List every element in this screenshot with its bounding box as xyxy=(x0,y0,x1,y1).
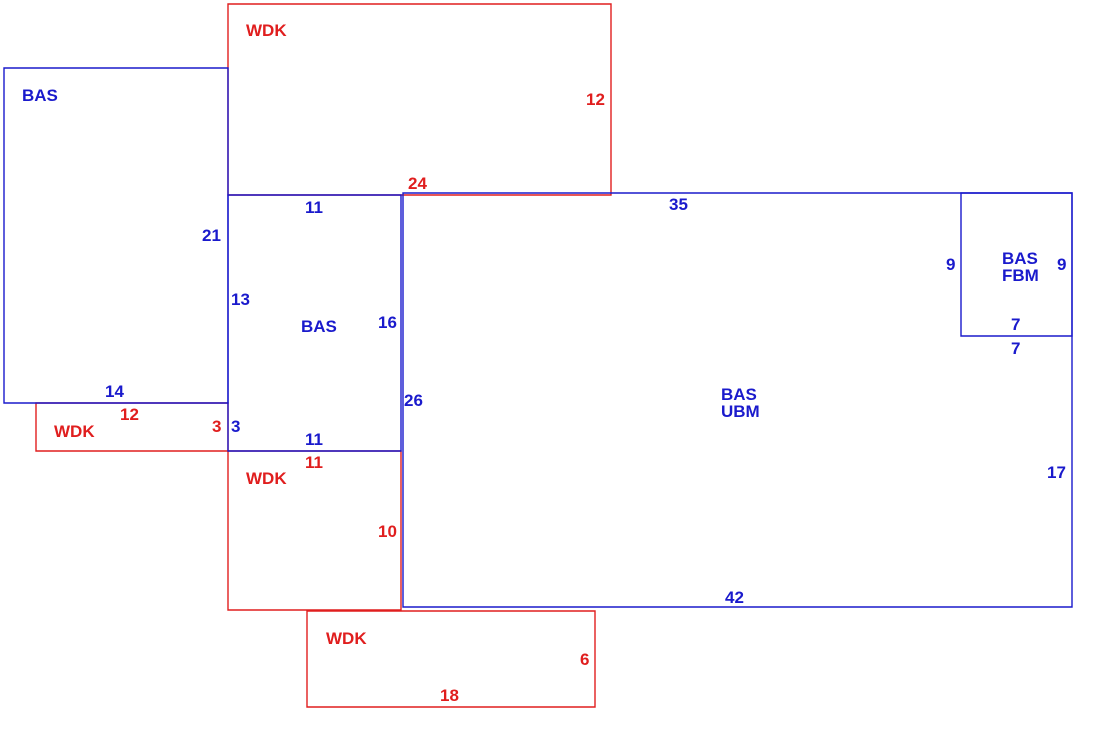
wdk-left-label: WDK xyxy=(54,422,95,441)
bas-center-outline xyxy=(227,194,402,452)
dim-fbm-bottom-outer: 7 xyxy=(1011,339,1020,358)
dim-wdk-left-top: 12 xyxy=(120,405,139,424)
wdk-middle-label: WDK xyxy=(246,469,287,488)
dim-wdk-top-right: 12 xyxy=(586,90,605,109)
bas-fbm-outline xyxy=(960,192,1073,337)
dim-wdk-top-bottom: 24 xyxy=(408,174,427,193)
dim-wdk-bottom-bottom: 18 xyxy=(440,686,459,705)
dim-bas-center-right: 16 xyxy=(378,313,397,332)
dim-wdk-middle-right: 10 xyxy=(378,522,397,541)
bas-left-outline xyxy=(3,67,229,404)
dim-fbm-bottom-inner: 7 xyxy=(1011,315,1020,334)
bas-ubm-label-line1: BAS xyxy=(721,385,757,404)
wdk-top-label: WDK xyxy=(246,21,287,40)
bas-center-label: BAS xyxy=(301,317,337,336)
dim-bas-center-left: 13 xyxy=(231,290,250,309)
wdk-bottom-label: WDK xyxy=(326,629,367,648)
dim-fbm-right: 9 xyxy=(1057,255,1066,274)
dim-bas-center-left-lower: 3 xyxy=(231,417,240,436)
dim-bas-left-right: 21 xyxy=(202,226,221,245)
dim-wdk-left-right: 3 xyxy=(212,417,221,436)
bas-ubm-label-line2: UBM xyxy=(721,402,760,421)
bas-ubm-outline xyxy=(402,192,1073,608)
dim-bas-center-top: 11 xyxy=(305,198,323,217)
dim-ubm-bottom: 42 xyxy=(725,588,744,607)
bas-fbm-label-line1: BAS xyxy=(1002,249,1038,268)
dim-ubm-top: 35 xyxy=(669,195,688,214)
dim-wdk-bottom-right: 6 xyxy=(580,650,589,669)
bas-fbm-label-line2: FBM xyxy=(1002,266,1039,285)
dim-wdk-middle-top: 11 xyxy=(305,453,323,472)
dim-bas-center-bottom: 11 xyxy=(305,430,323,449)
dim-ubm-right: 17 xyxy=(1047,463,1066,482)
dim-fbm-left: 9 xyxy=(946,255,955,274)
bas-left-label: BAS xyxy=(22,86,58,105)
dim-ubm-left: 26 xyxy=(404,391,423,410)
dim-bas-left-bottom: 14 xyxy=(105,382,124,401)
wdk-bottom-outline xyxy=(306,610,596,708)
